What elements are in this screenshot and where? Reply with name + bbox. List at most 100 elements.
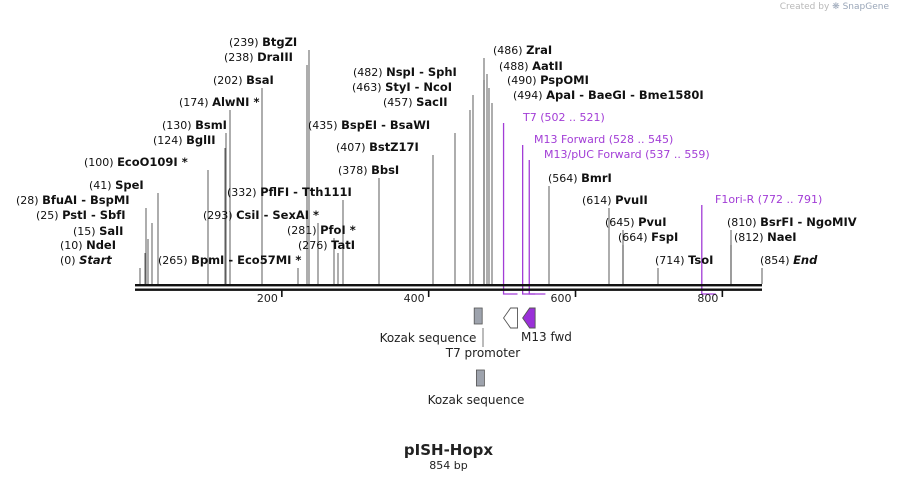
enzyme-name: BspEI [341,118,377,132]
tick-label: 600 [551,292,572,305]
enzyme-label[interactable]: (276) TatI [298,238,355,252]
enzyme-label[interactable]: (486) ZraI [493,43,552,57]
enzyme-name: SacII [416,95,447,109]
enzyme-label[interactable]: (812) NaeI [734,230,797,244]
enzyme-name: NdeI [86,238,116,252]
enzyme-position: (41) [89,179,115,192]
tick-label: 800 [697,292,718,305]
enzyme-label[interactable]: (202) BsaI [213,73,274,87]
enzyme-name: TatI [331,238,355,252]
enzyme-label[interactable]: (435) BspEI - BsaWI [308,118,430,132]
kozak-sequence-box[interactable] [473,307,483,325]
enzyme-label[interactable]: (239) BtgZI [229,35,297,49]
feature-label[interactable]: Kozak sequence [380,331,477,345]
enzyme-label[interactable]: (41) SpeI [89,178,144,192]
enzyme-label[interactable]: (0) Start [60,253,112,267]
enzyme-name: Start [79,253,112,267]
enzyme-label[interactable]: (124) BglII [153,133,216,147]
enzyme-position: (378) [338,164,371,177]
enzyme-label[interactable]: (265) BpmI - Eco57MI * [158,253,301,267]
enzyme-name-2: - SexAI * [260,208,319,222]
enzyme-position: (494) [513,89,546,102]
enzyme-label[interactable]: (854) End [760,253,818,267]
enzyme-position: (238) [224,51,257,64]
enzyme-label[interactable]: (332) PflFI - Tth111I [227,185,352,199]
enzyme-position: (645) [605,216,638,229]
enzyme-name: PstI [62,208,87,222]
enzyme-label[interactable]: (100) EcoO109I * [84,155,188,169]
enzyme-name: BglII [186,133,216,147]
primer-name: F1ori-R [715,193,758,206]
enzyme-label[interactable]: (810) BsrFI - NgoMIV [727,215,857,229]
feature-label[interactable]: M13 fwd [521,330,572,344]
enzyme-label[interactable]: (293) CsiI - SexAI * [203,208,319,222]
enzyme-position: (332) [227,186,260,199]
feature-label[interactable]: T7 promoter [445,346,521,360]
enzyme-position: (486) [493,44,526,57]
feature-label[interactable]: Kozak sequence [428,393,525,407]
enzyme-label[interactable]: (494) ApaI - BaeGI - Bme1580I [513,88,704,102]
m13-fwd-arrow[interactable] [522,307,536,329]
enzyme-name: ApaI [546,88,575,102]
enzyme-label[interactable]: (238) DraIII [224,50,293,64]
enzyme-label[interactable]: (15) SalI [73,224,123,238]
enzyme-label[interactable]: (564) BmrI [548,171,612,185]
enzyme-name: SalI [99,224,123,238]
enzyme-label[interactable]: (463) StyI - NcoI [352,80,452,94]
enzyme-position: (174) [179,96,212,109]
enzyme-name: BstZ17I [369,140,419,154]
enzyme-label[interactable]: (482) NspI - SphI [353,65,457,79]
primer-name: M13/pUC Forward [544,148,645,161]
enzyme-name: PvuII [615,193,648,207]
primer-labels[interactable]: T7 (502 .. 521)M13 Forward (528 .. 545)M… [522,111,822,206]
enzyme-label[interactable]: (488) AatII [499,59,563,73]
primer-label[interactable]: M13/pUC Forward (537 .. 559) [544,148,710,161]
enzyme-label[interactable]: (457) SacII [383,95,448,109]
enzyme-position: (457) [383,96,416,109]
primer-shapes [502,123,716,295]
enzyme-labels[interactable]: (239) BtgZI(238) DraIII(202) BsaI(174) A… [16,35,857,267]
enzyme-label[interactable]: (174) AlwNI * [179,95,259,109]
enzyme-label[interactable]: (614) PvuII [582,193,648,207]
enzyme-name-2: - SphI [415,65,457,79]
enzyme-name: BtgZI [262,35,297,49]
snapgene-credit: Created by ❋ SnapGene [780,2,889,12]
enzyme-position: (714) [655,254,688,267]
snapgene-logo-icon: ❋ [832,2,840,12]
enzyme-label[interactable]: (407) BstZ17I [336,140,419,154]
primer-label[interactable]: M13 Forward (528 .. 545) [534,133,673,146]
enzyme-position: (812) [734,231,767,244]
bottom-strand [135,288,762,291]
tick-label: 400 [404,292,425,305]
enzyme-label[interactable]: (490) PspOMI [507,73,589,87]
enzyme-name: NspI [386,65,415,79]
enzyme-name: EcoO109I * [117,155,188,169]
enzyme-name: PspOMI [540,73,589,87]
enzyme-name-2: - BaeGI [575,88,626,102]
enzyme-label[interactable]: (664) FspI [618,230,678,244]
enzyme-label[interactable]: (25) PstI - SbfI [36,208,126,222]
plasmid-name: pISH-Hopx [403,441,494,459]
enzyme-label[interactable]: (28) BfuAI - BspMI [16,193,130,207]
enzyme-name-2: - BsaWI [377,118,430,132]
enzyme-position: (28) [16,194,42,207]
enzyme-name: CsiI [236,208,260,222]
enzyme-label[interactable]: (645) PvuI [605,215,666,229]
enzyme-position: (435) [308,119,341,132]
enzyme-name: NaeI [767,230,796,244]
enzyme-label[interactable]: (130) BsmI [162,118,227,132]
credit-brand: SnapGene [842,2,889,12]
primer-label[interactable]: T7 (502 .. 521) [522,111,605,124]
primer-name: M13 Forward [534,133,609,146]
enzyme-label[interactable]: (281) PfoI * [287,223,356,237]
kozak-sequence-box[interactable] [475,369,485,387]
primer-label[interactable]: F1ori-R (772 .. 791) [715,193,822,206]
enzyme-label[interactable]: (10) NdeI [60,238,116,252]
enzyme-lines [139,50,763,284]
enzyme-label[interactable]: (714) TsoI [655,253,713,267]
enzyme-label[interactable]: (378) BbsI [338,163,399,177]
enzyme-name: BfuAI [42,193,77,207]
t7-promoter-arrow[interactable] [503,307,518,329]
